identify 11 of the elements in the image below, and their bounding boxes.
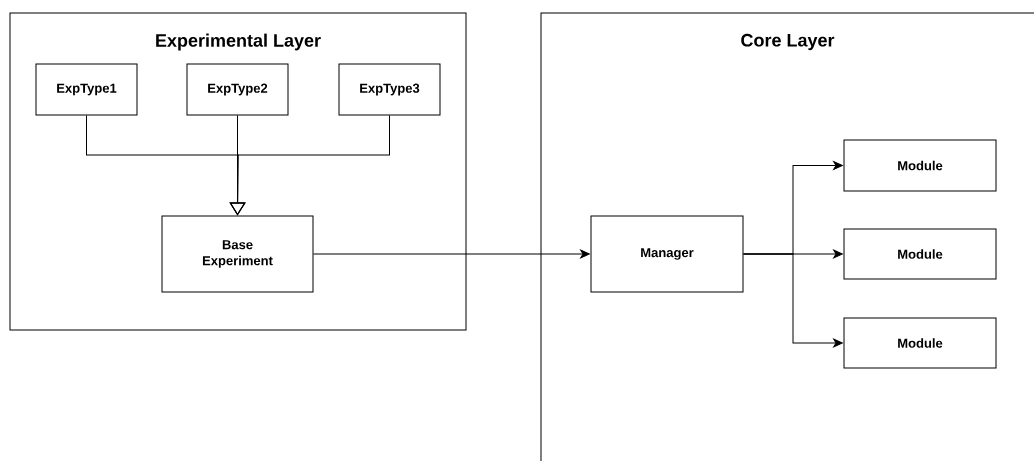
arrow [743, 253, 843, 348]
process-box: ExpType2 [186, 63, 289, 116]
process-box: Base Experiment [161, 215, 314, 293]
process-box: Manager [590, 215, 744, 293]
arrow [313, 249, 590, 259]
process-box: Module [843, 139, 997, 192]
process-box: Module [843, 228, 997, 280]
process-box: ExpType3 [338, 63, 441, 116]
process-box: Module [843, 317, 997, 369]
arrow [229, 115, 390, 216]
process-box: ExpType1 [35, 63, 138, 116]
